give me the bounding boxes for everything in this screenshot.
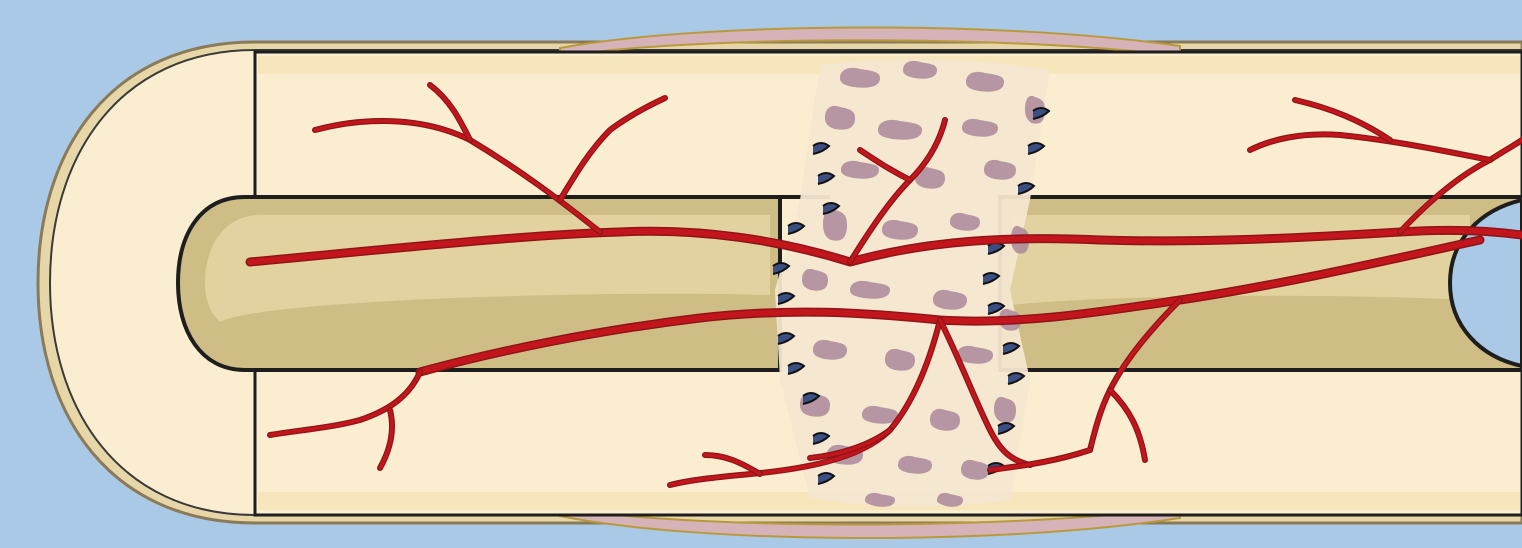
bone-fracture-diagram <box>0 0 1522 548</box>
diagram-canvas <box>0 0 1522 548</box>
